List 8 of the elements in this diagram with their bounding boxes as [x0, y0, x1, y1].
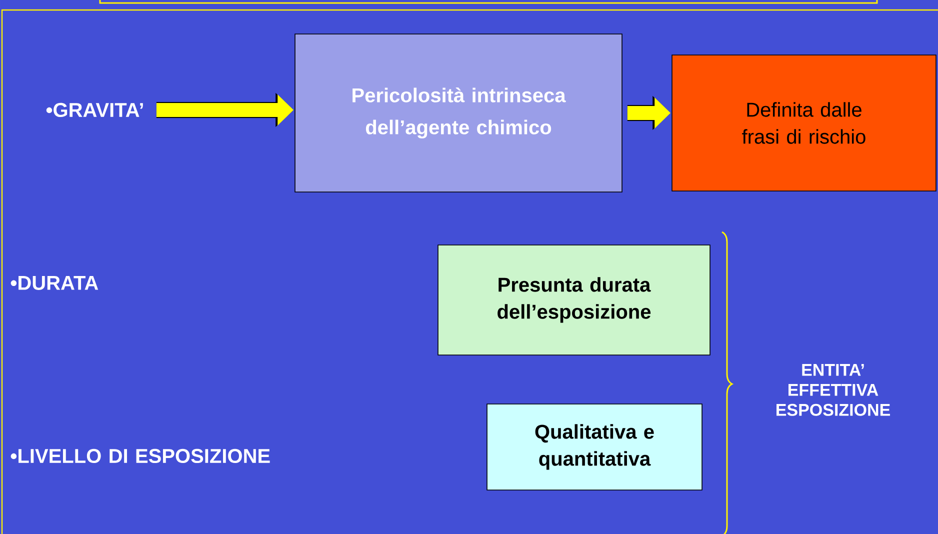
bullet-text: •LIVELLO DI ESPOSIZIONE — [10, 448, 270, 464]
process-box: Qualitativa e quantitativa — [486, 404, 702, 490]
bullet-text: •DURATA — [10, 276, 98, 290]
brace-caption: ENTITA’ EFFETTIVA ESPOSIZIONE — [776, 364, 890, 416]
bullet-text: •GRAVITA’ — [46, 102, 143, 118]
result-box: Definita dalle frasi di rischio — [672, 54, 936, 192]
process-box: Pericolosità intrinseca dell’agente chimico — [294, 34, 622, 192]
process-box: Presunta durata dell’esposizione — [438, 244, 710, 356]
